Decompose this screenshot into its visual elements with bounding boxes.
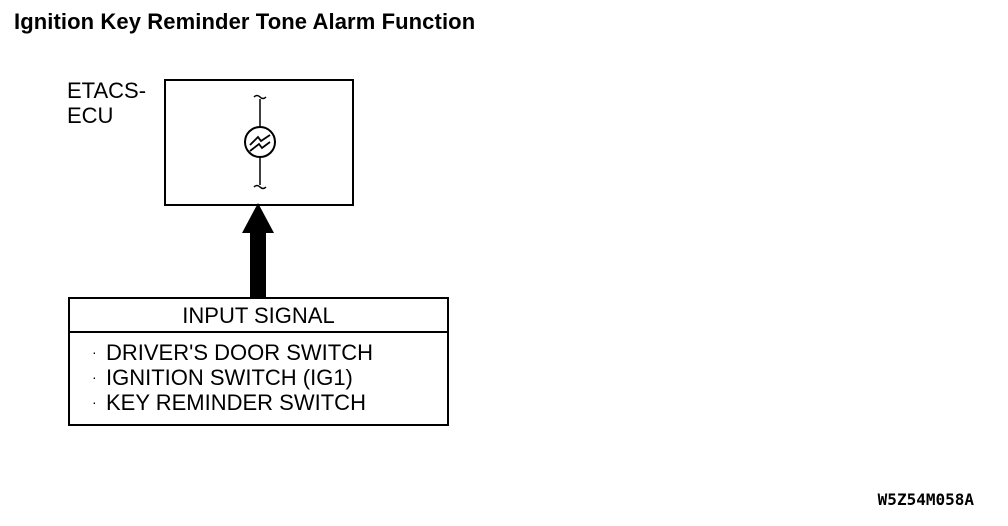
bullet: · — [92, 369, 97, 385]
list-item: · IGNITION SWITCH (IG1) — [92, 365, 447, 390]
bullet: · — [92, 394, 97, 410]
ecu-label-line1: ETACS- — [67, 78, 147, 103]
input-signal-list: · DRIVER'S DOOR SWITCH · IGNITION SWITCH… — [70, 333, 447, 415]
figure-code: W5Z54M058A — [877, 490, 974, 509]
input-signal-item-key-reminder-switch: KEY REMINDER SWITCH — [106, 390, 366, 415]
bullet: · — [92, 344, 97, 360]
list-item: · KEY REMINDER SWITCH — [92, 390, 447, 415]
page-title: Ignition Key Reminder Tone Alarm Functio… — [14, 9, 476, 34]
ecu-label-line2: ECU — [67, 103, 114, 128]
input-signal-item-drivers-door-switch: DRIVER'S DOOR SWITCH — [106, 340, 373, 365]
ecu-label: ETACS- ECU — [67, 78, 146, 128]
input-signal-header: INPUT SIGNAL — [70, 299, 447, 333]
input-signal-item-ignition-switch: IGNITION SWITCH (IG1) — [106, 365, 353, 390]
buzzer-icon — [244, 94, 276, 190]
ecu-box — [164, 79, 354, 206]
input-signal-box: INPUT SIGNAL · DRIVER'S DOOR SWITCH · IG… — [68, 297, 449, 426]
arrow-up-icon — [242, 203, 274, 299]
list-item: · DRIVER'S DOOR SWITCH — [92, 340, 447, 365]
